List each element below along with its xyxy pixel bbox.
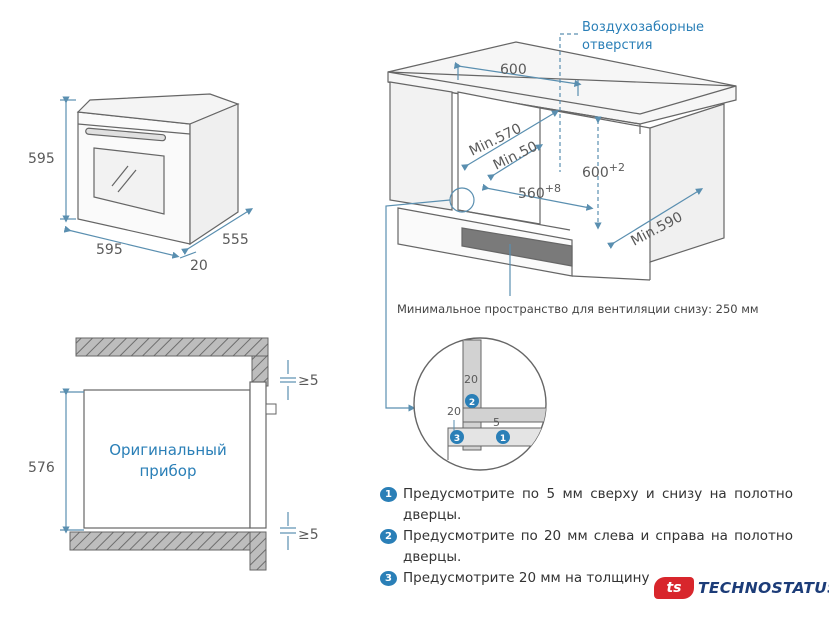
oven-width-label: 595 bbox=[96, 242, 123, 258]
section-view bbox=[69, 337, 277, 571]
cabinet-opening-width-label: 560+8 bbox=[518, 182, 561, 202]
brand-logo-mark: ts bbox=[654, 577, 694, 599]
detail-marker-3: 3 bbox=[450, 430, 464, 444]
section-gap-bottom: ≥5 bbox=[298, 527, 319, 543]
note-text: Предусмотрите по 5 мм сверху и снизу на … bbox=[403, 486, 793, 523]
air-intake-label-line1: Воздухозаборные bbox=[582, 20, 704, 35]
detail-marker-2: 2 bbox=[465, 394, 479, 408]
cabinet-dimension-lines bbox=[453, 61, 704, 249]
air-intake-leader bbox=[559, 33, 578, 172]
note-item: 1 Предусмотрите по 5 мм сверху и снизу н… bbox=[380, 484, 793, 526]
cabinet-width-label: 600 bbox=[500, 62, 527, 78]
cabinet-opening-height-label: 600+2 bbox=[582, 161, 625, 181]
note-text: Предусмотрите по 20 мм слева и справа на… bbox=[403, 528, 793, 565]
cabinet-3d-drawing bbox=[387, 41, 737, 281]
svg-text:2: 2 bbox=[469, 398, 475, 408]
note-number: 3 bbox=[380, 571, 397, 586]
note-number: 2 bbox=[380, 529, 397, 544]
svg-text:1: 1 bbox=[500, 434, 506, 444]
section-label-line2: прибор bbox=[139, 462, 196, 480]
detail-magnified bbox=[413, 337, 547, 471]
section-height-label: 576 bbox=[28, 460, 55, 476]
section-gap-top: ≥5 bbox=[298, 373, 319, 389]
brand-logo-text: TECHNOSTATUS bbox=[698, 579, 829, 597]
note-number: 1 bbox=[380, 487, 397, 502]
note-item: 2 Предусмотрите по 20 мм слева и справа … bbox=[380, 526, 793, 568]
oven-door-label: 20 bbox=[190, 258, 208, 274]
svg-text:3: 3 bbox=[454, 434, 460, 444]
oven-3d-drawing bbox=[76, 93, 240, 246]
note-item: 3 Предусмотрите 20 мм на толщину bbox=[380, 568, 793, 589]
detail-20-left: 20 bbox=[447, 405, 461, 418]
section-dimension-lines bbox=[60, 360, 296, 550]
oven-depth-label: 555 bbox=[222, 232, 249, 248]
oven-height-label: 595 bbox=[28, 151, 55, 167]
ventilation-note: Минимальное пространство для вентиляции … bbox=[397, 302, 759, 316]
installation-notes: 1 Предусмотрите по 5 мм сверху и снизу н… bbox=[380, 484, 793, 589]
detail-20-top: 20 bbox=[464, 373, 478, 386]
detail-leader bbox=[385, 187, 475, 412]
detail-5: 5 bbox=[493, 416, 500, 429]
detail-marker-1: 1 bbox=[496, 430, 510, 444]
brand-logo: ts TECHNOSTATUS bbox=[654, 575, 829, 601]
note-text: Предусмотрите 20 мм на толщину bbox=[403, 570, 650, 586]
section-label-line1: Оригинальный bbox=[109, 441, 227, 459]
air-intake-label-line2: отверстия bbox=[582, 38, 652, 53]
oven-dimension-lines bbox=[60, 96, 254, 259]
